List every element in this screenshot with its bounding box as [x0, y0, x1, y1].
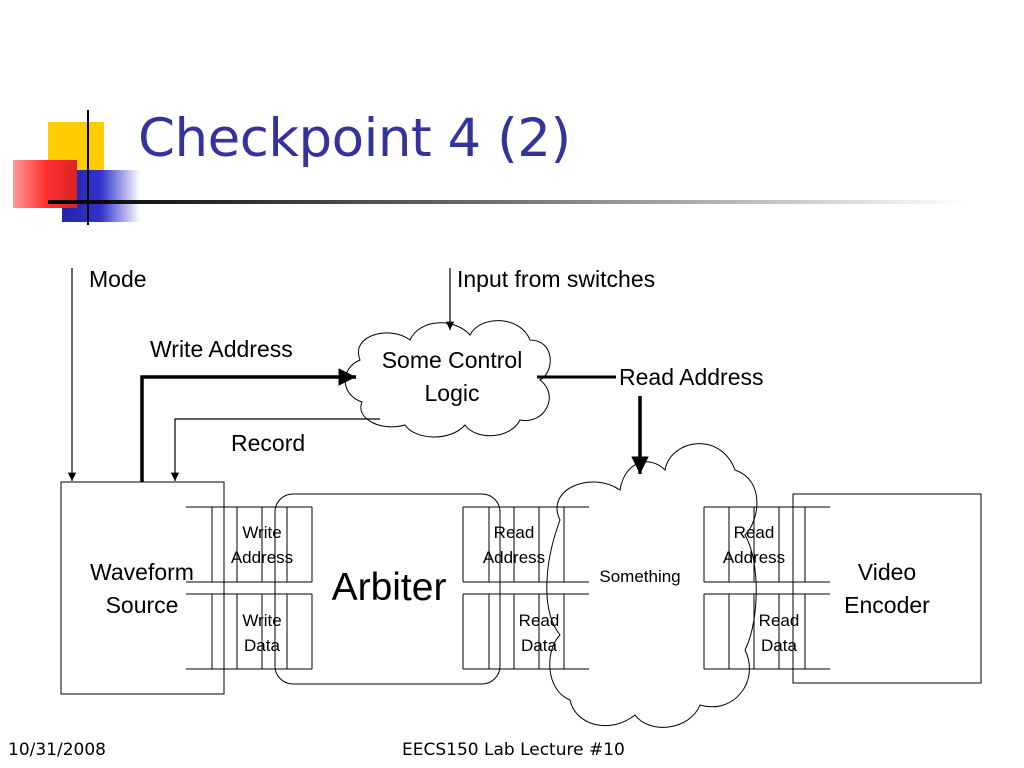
record-arrow	[170, 418, 380, 481]
waveform-source-label-1: Waveform	[90, 559, 194, 585]
video-encoder-box	[792, 493, 982, 684]
fifo-label: Address	[483, 548, 545, 567]
write-address-arrow	[140, 368, 356, 482]
fifo-label: Address	[723, 548, 785, 567]
control-logic-label-1: Some Control	[382, 347, 523, 373]
slide-title: Checkpoint 4 (2)	[138, 108, 571, 169]
mode-label: Mode	[89, 266, 147, 292]
video-encoder-label-1: Video	[858, 559, 916, 585]
record-label: Record	[231, 430, 305, 456]
fifo-write-data	[186, 593, 313, 670]
footer-date: 10/31/2008	[8, 740, 106, 760]
fifo-video-read-address	[703, 506, 830, 583]
fifo-label: Data	[244, 636, 280, 655]
fifo-label: Write	[242, 611, 281, 630]
control-logic-label-2: Logic	[425, 380, 480, 406]
waveform-source-label-2: Source	[106, 592, 179, 618]
fifo-label: Data	[521, 636, 557, 655]
write-address-label: Write Address	[150, 336, 293, 362]
fifo-arbiter-read-address	[462, 506, 589, 583]
waveform-source-box	[60, 481, 225, 695]
arbiter-box	[274, 493, 501, 685]
arbiter-label: Arbiter	[332, 566, 447, 609]
fifo-video-read-data	[703, 593, 830, 670]
fifo-label: Read	[519, 611, 560, 630]
footer-course: EECS150 Lab Lecture #10	[402, 740, 625, 760]
fifo-write-address	[186, 506, 313, 583]
fifo-arbiter-read-data	[462, 593, 589, 670]
title-underline	[48, 200, 968, 204]
fifo-label: Read	[759, 611, 800, 630]
fifo-label: Read	[734, 523, 775, 542]
fifo-label: Data	[761, 636, 797, 655]
control-logic-cloud	[344, 320, 551, 438]
input-switches-label: Input from switches	[457, 266, 655, 292]
fifo-label: Address	[231, 548, 293, 567]
fifo-label: Read	[494, 523, 535, 542]
video-encoder-label-2: Encoder	[844, 592, 930, 618]
fifo-label: Write	[242, 523, 281, 542]
read-address-label: Read Address	[619, 364, 763, 390]
something-label: Something	[599, 567, 680, 586]
